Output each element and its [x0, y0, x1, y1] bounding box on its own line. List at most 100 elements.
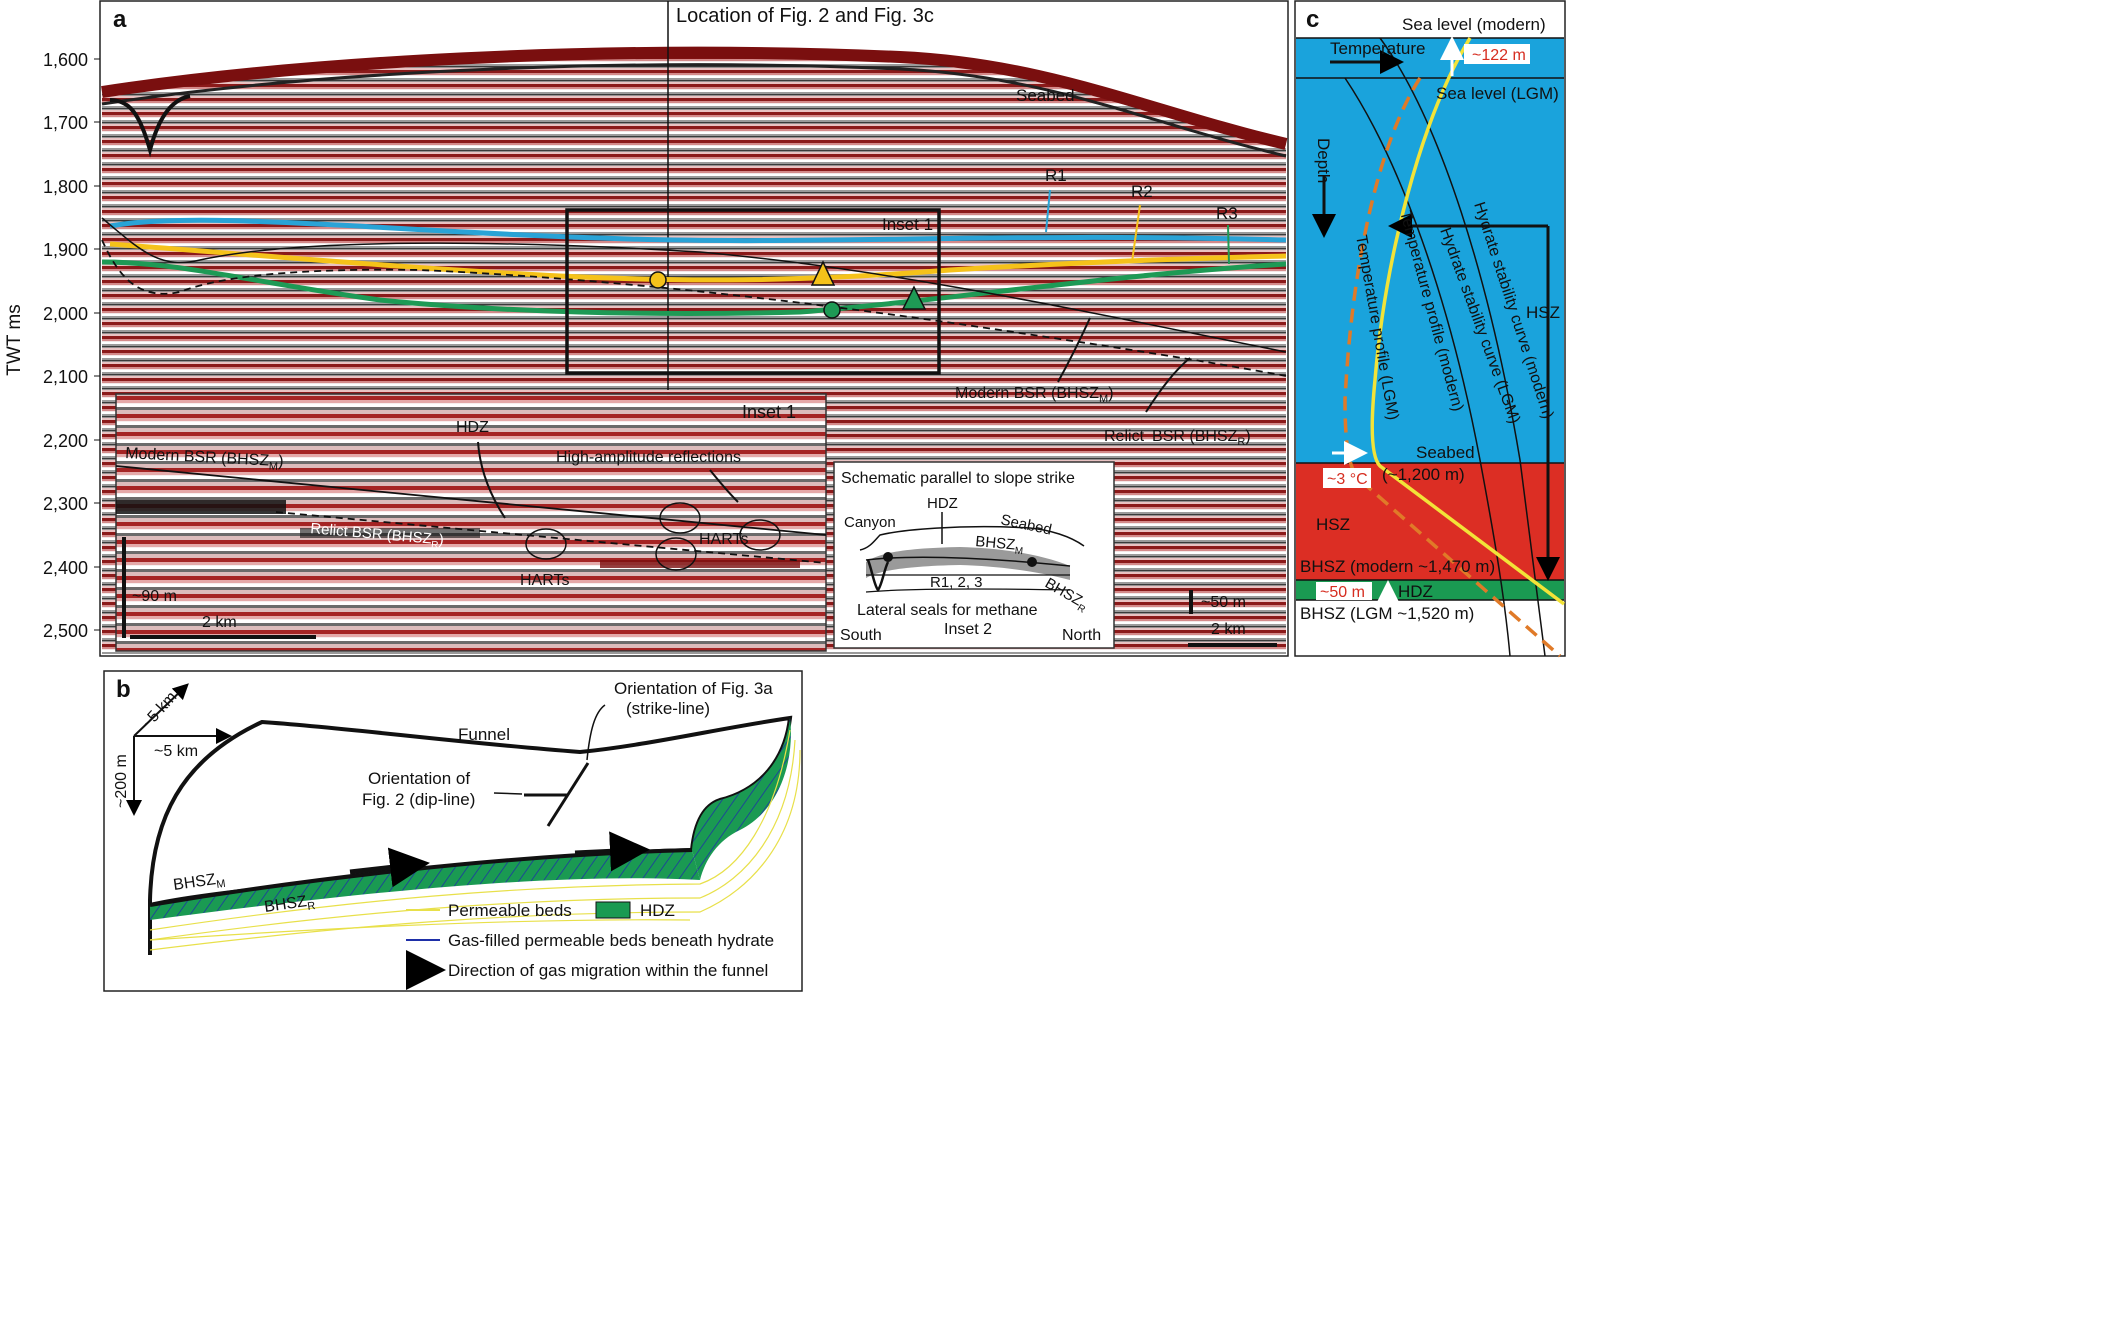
seabed-label-c: Seabed — [1416, 443, 1475, 462]
modern-bsr-label: Modern BSR (BHSZM) — [955, 385, 1114, 405]
harts-ellipse — [525, 528, 567, 560]
scale-right-h-label: 2 km — [1211, 621, 1246, 638]
y-axis-ticks: 1,600 1,700 1,800 1,900 2,000 2,100 2,20… — [43, 50, 100, 641]
y-tick: 1,700 — [43, 113, 88, 133]
y-tick: 1,900 — [43, 240, 88, 260]
fig3a-line2: (strike-line) — [626, 699, 710, 718]
r2-triangle-marker — [810, 260, 836, 286]
r2-circle-marker — [649, 271, 667, 289]
hdz-layer-right — [692, 718, 791, 880]
depth-label: Depth — [1314, 138, 1333, 183]
r2-label: R2 — [1131, 182, 1153, 201]
legend-gas: Gas-filled permeable beds beneath hydrat… — [448, 931, 774, 950]
modern-bsr-line — [101, 217, 1287, 353]
panel-c-letter: c — [1306, 6, 1319, 33]
y-tick: 2,200 — [43, 431, 88, 451]
r3-triangle-marker — [901, 285, 927, 310]
r1-label: R1 — [1045, 166, 1067, 185]
inset1: Inset 1 Modern BSR (BHSZM) HDZ High-ampl… — [115, 393, 827, 652]
fig3a-line1: Orientation of Fig. 3a — [614, 679, 773, 698]
r3-circle-marker — [823, 301, 841, 319]
panel-a: Inset 1 a Location of Fig. 2 and Fig. 3c… — [4, 0, 1289, 657]
inset1-modern-bsr-line — [115, 465, 827, 536]
hsz-right-label: HSZ — [1526, 303, 1560, 322]
inset1-harts-2: HARTs — [699, 531, 749, 548]
inset1-relict-bsr-line — [275, 511, 827, 564]
inset1-title: Inset 1 — [742, 402, 796, 422]
hydrate-curve-lgm — [1344, 77, 1511, 657]
harts-ellipse — [739, 519, 781, 551]
bhsz-modern: BHSZ (modern ~1,470 m) — [1300, 557, 1495, 576]
inset1-box-label: Inset 1 — [882, 215, 933, 234]
y-tick: 1,800 — [43, 177, 88, 197]
schematic-hdz: HDZ — [927, 495, 958, 512]
y-tick: 2,000 — [43, 304, 88, 324]
delta-temp: ~3 °C — [1327, 471, 1368, 488]
inset1-hdz: HDZ — [456, 419, 489, 436]
y-tick: 2,100 — [43, 367, 88, 387]
horizon-r3 — [101, 259, 1287, 316]
seabed-label: Seabed — [1016, 86, 1075, 105]
inset1-scale-h-label: 2 km — [202, 614, 237, 631]
panel-b-letter: b — [116, 676, 131, 703]
horizon-r2 — [109, 241, 1287, 283]
delta-bhsz: ~50 m — [1320, 584, 1365, 601]
inset1-box — [565, 208, 941, 375]
location-label: Location of Fig. 2 and Fig. 3c — [676, 5, 934, 27]
y-tick: 1,600 — [43, 50, 88, 70]
schematic-inset2: Inset 2 — [944, 621, 992, 638]
harts-ellipse — [655, 537, 697, 571]
sea-level-modern: Sea level (modern) — [1402, 15, 1546, 34]
r3-label: R3 — [1216, 204, 1238, 223]
hydrate-curve-modern — [1379, 37, 1546, 657]
bhsz-lgm: BHSZ (LGM ~1,520 m) — [1300, 604, 1474, 623]
inset1-high-amp: High-amplitude reflections — [556, 449, 741, 466]
axis-z-label: ~200 m — [113, 754, 130, 808]
delta-sea: ~122 m — [1472, 47, 1526, 64]
schematic-title: Schematic parallel to slope strike — [841, 470, 1075, 487]
schematic-bhszm: BHSZM — [974, 533, 1024, 557]
legend-hdz: HDZ — [640, 901, 675, 920]
hdz-label-c: HDZ — [1398, 582, 1433, 601]
temp-profile-modern — [1370, 37, 1566, 606]
schematic-lateral: Lateral seals for methane — [857, 602, 1038, 619]
legend-migration: Direction of gas migration within the fu… — [448, 961, 768, 980]
y-tick: 2,400 — [43, 558, 88, 578]
sea-level-lgm: Sea level (LGM) — [1436, 84, 1559, 103]
canyon — [109, 94, 191, 158]
y-tick: 2,300 — [43, 494, 88, 514]
bhszr-label: BHSZR — [263, 892, 316, 919]
y-axis-label: TWT ms — [4, 304, 25, 375]
scale-right-v-label: ~50 m — [1201, 594, 1246, 611]
legend-permeable: Permeable beds — [448, 901, 572, 920]
bhszm-label: BHSZM — [172, 870, 226, 897]
fig2-line2: Fig. 2 (dip-line) — [362, 790, 475, 809]
harts-ellipse — [659, 502, 701, 534]
schematic-inset: Schematic parallel to slope strike HDZ C… — [833, 461, 1115, 649]
delta-temp-box — [1323, 468, 1371, 488]
y-tick: 2,500 — [43, 621, 88, 641]
legend-swatch-hdz — [595, 901, 631, 919]
inset1-scale-v-label: ~90 m — [132, 588, 177, 605]
delta-bhsz-box — [1316, 582, 1372, 600]
schematic-canyon: Canyon — [844, 514, 896, 531]
schematic-north: North — [1062, 627, 1101, 644]
schematic-beds: R1, 2, 3 — [930, 574, 983, 591]
panel-a-letter: a — [113, 6, 127, 33]
schematic-south: South — [840, 627, 882, 644]
hsz-label: HSZ — [1316, 515, 1350, 534]
delta-sea-box — [1464, 44, 1530, 64]
temp-profile-lgm — [1343, 77, 1562, 658]
inset1-harts-1: HARTs — [520, 572, 570, 589]
axis-x-label: ~5 km — [154, 743, 198, 760]
horizon-r1 — [109, 217, 1287, 244]
water-column — [1296, 38, 1564, 463]
funnel-label: Funnel — [458, 725, 510, 744]
panel-c: c Sea level (modern) Temperature ~122 m … — [1294, 0, 1566, 658]
seabed-reflector — [101, 46, 1288, 150]
panel-b: b ~5 km ~5 km ~200 m Funnel Orientation … — [103, 670, 803, 992]
temperature-label: Temperature — [1330, 39, 1425, 58]
fig2-line1: Orientation of — [368, 769, 470, 788]
seabed-depth: (~1,200 m) — [1382, 465, 1465, 484]
